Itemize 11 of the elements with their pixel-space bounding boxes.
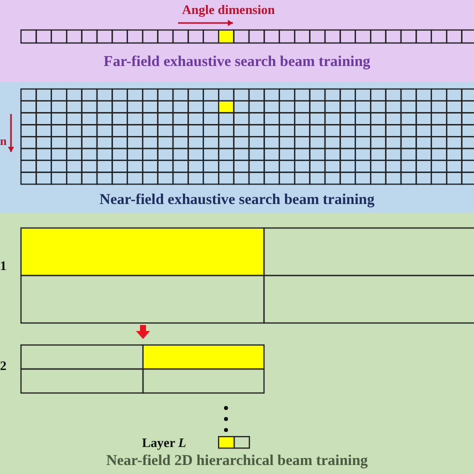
panel-caption: Near-field exhaustive search beam training xyxy=(100,192,374,209)
panel-band xyxy=(0,213,474,474)
panel-band xyxy=(0,0,474,82)
axis-label: Angle dimension xyxy=(182,2,275,18)
layer-number: 2 xyxy=(0,358,6,374)
layer-number: 1 xyxy=(0,258,6,274)
axis-label: n xyxy=(0,134,7,149)
panel-caption: Near-field 2D hierarchical beam training xyxy=(106,453,368,470)
panel-band xyxy=(0,82,474,213)
layer-label: Layer L xyxy=(142,435,186,451)
panel-caption: Far-field exhaustive search beam training xyxy=(104,54,370,71)
